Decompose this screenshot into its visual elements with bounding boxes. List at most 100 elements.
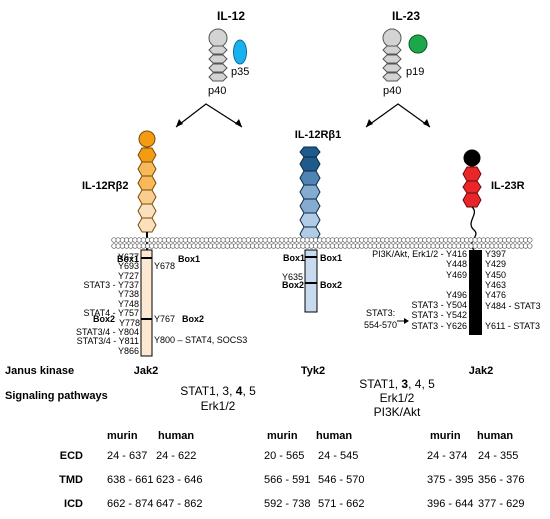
table-cell: 546 - 570 — [318, 474, 364, 486]
table-cell: 24 - 622 — [156, 450, 196, 462]
il23r-site-right: Y397 — [485, 249, 506, 259]
il12rb2-site-left: Y727 — [118, 271, 139, 281]
table-cell: 662 - 874 — [107, 498, 153, 510]
ligand-il12: IL-12 p35 p40 — [208, 9, 249, 97]
p35-subunit — [233, 39, 247, 65]
table-cell: 24 - 545 — [318, 450, 358, 462]
table-cell: 623 - 646 — [156, 474, 202, 486]
cell-membrane — [111, 237, 533, 249]
pathways-il23-line2: Erk1/2 — [380, 391, 415, 405]
table-col-header: human — [477, 430, 513, 442]
table-cell: 24 - 374 — [427, 450, 467, 462]
il23r-name: IL-23R — [491, 180, 525, 192]
il23r-site-right: Y429 — [485, 259, 506, 269]
il23r-site-left: Y469 — [446, 270, 467, 280]
table-cell: 375 - 395 — [427, 474, 473, 486]
il12rb1-box2-left: Box2 — [282, 280, 304, 290]
il23r-site-left: STAT3 - Y626 — [411, 321, 467, 331]
il23r-stat3-note: STAT3: — [366, 308, 395, 318]
table-row-label: ECD — [60, 450, 83, 462]
il23r-site-right: Y611 - STAT3 — [485, 321, 540, 331]
table-cell: 24 - 355 — [478, 450, 518, 462]
il12rb1-box1-right: Box1 — [320, 253, 342, 263]
pathways-il23-line1: STAT1, 3, 4, 5 — [359, 377, 435, 391]
p19-label: p19 — [406, 66, 424, 78]
il23r-site-left: STAT3 - Y542 — [411, 310, 467, 320]
il12rb2-box2-left: Box2 — [93, 314, 115, 324]
table-cell: 356 - 376 — [478, 474, 524, 486]
il23r-site-left: Y496 — [446, 290, 467, 300]
il12rb2-site-left: Y778 — [119, 318, 140, 328]
table-col-header: murin — [267, 430, 298, 442]
table-cell: 20 - 565 — [264, 450, 304, 462]
table-row-label: TMD — [59, 474, 83, 486]
il12rb2-site-left: STAT4 - Y757 — [83, 308, 139, 318]
janus-kinase-row: Janus kinase Jak2 Tyk2 Jak2 — [5, 365, 493, 377]
janus-il12rb1: Tyk2 — [301, 365, 325, 377]
janus-label: Janus kinase — [5, 365, 74, 377]
pathways-il12-line1: STAT1, 3, 4, 5 — [180, 384, 256, 398]
table-cell: 647 - 862 — [156, 498, 202, 510]
il12rb2-site-left: Y738 — [118, 289, 139, 299]
il12rb2-site-left: STAT3 - Y737 — [83, 280, 139, 290]
binding-arrows — [175, 103, 431, 128]
table-cell: 571 - 662 — [318, 498, 364, 510]
ligand-il23: IL-23 p19 p40 — [382, 9, 428, 97]
table-col-header: murin — [107, 430, 138, 442]
il12rb2-site-left: Y677 — [118, 252, 139, 262]
il23-p40-label: p40 — [383, 85, 401, 97]
table-col-header: murin — [430, 430, 461, 442]
il12rb1-box1-left: Box1 — [283, 253, 305, 263]
p35-label: p35 — [231, 66, 249, 78]
il12rb2-site-left: Y748 — [118, 299, 139, 309]
il12rb2-name: IL-12Rβ2 — [82, 180, 128, 192]
il12rb2-site-right: Y678 — [154, 261, 175, 271]
il23r-site-left: STAT3 - Y504 — [411, 300, 467, 310]
table-col-header: human — [316, 430, 352, 442]
table-cell: 638 - 661 — [107, 474, 153, 486]
table-cell: 377 - 629 — [478, 498, 524, 510]
table-col-header: human — [158, 430, 194, 442]
il23r-site-right: Y463 — [485, 280, 506, 290]
table-cell: 396 - 644 — [427, 498, 473, 510]
p19-subunit — [408, 34, 428, 54]
il23r-site-left: Y448 — [446, 259, 467, 269]
pathways-il12-line2: Erk1/2 — [201, 399, 236, 413]
il12rb2-site-left: Y693 — [118, 261, 139, 271]
ligand-il23-name: IL-23 — [392, 9, 420, 23]
il12rb2-box2-right: Box2 — [182, 314, 204, 324]
table-cell: 566 - 591 — [264, 474, 310, 486]
il12rb2-site-left: STAT3/4 - Y804 — [76, 327, 139, 337]
pathways-il23-line3: PI3K/Akt — [374, 405, 421, 419]
il23r-site-right: Y484 - STAT3 — [485, 301, 541, 311]
il12rb2-site-left: Y866 — [118, 346, 139, 356]
il23r-site-left: PI3K/Akt, Erk1/2 - Y416 — [372, 249, 467, 259]
ligand-il12-name: IL-12 — [217, 9, 245, 23]
il12rb2-site-right: Y767 — [154, 314, 175, 324]
il12rb2-site-right: Y800 – STAT4, SOCS3 — [154, 335, 247, 345]
pathways-label: Signaling pathways — [5, 390, 108, 402]
il23r-site-right: Y450 — [485, 270, 506, 280]
table-cell: 592 - 738 — [264, 498, 310, 510]
il12rb1-site: Y635 — [282, 272, 303, 282]
il23r-left-sites: PI3K/Akt, Erk1/2 - Y416Y448Y469Y496STAT3… — [372, 249, 467, 331]
table-cell: 24 - 637 — [107, 450, 147, 462]
receptor-il23r: IL-23R PI3K/Akt, Erk1/2 - Y416Y448Y469Y4… — [364, 149, 541, 335]
receptor-il12rb1: IL-12Rβ1 Box1 Box1 Y635 Box2 Box2 — [282, 129, 342, 313]
receptor-il12rb2: IL-12Rβ2 Box1 Box1 Box2 Box2 Y677Y693Y72… — [76, 130, 247, 357]
signaling-pathways-row: Signaling pathways STAT1, 3, 4, 5 Erk1/2… — [5, 377, 435, 419]
il23r-stat3-range: 554-570 — [364, 320, 397, 330]
il23r-site-right: Y476 — [485, 290, 506, 300]
il12-p40-label: p40 — [208, 85, 226, 97]
il12rb2-box1-right: Box1 — [178, 254, 200, 264]
table-row-label: ICD — [64, 498, 83, 510]
il12rb1-name: IL-12Rβ1 — [295, 129, 341, 141]
janus-il23r: Jak2 — [469, 365, 493, 377]
janus-il12rb2: Jak2 — [134, 365, 158, 377]
il12rb1-box2-right: Box2 — [320, 280, 342, 290]
